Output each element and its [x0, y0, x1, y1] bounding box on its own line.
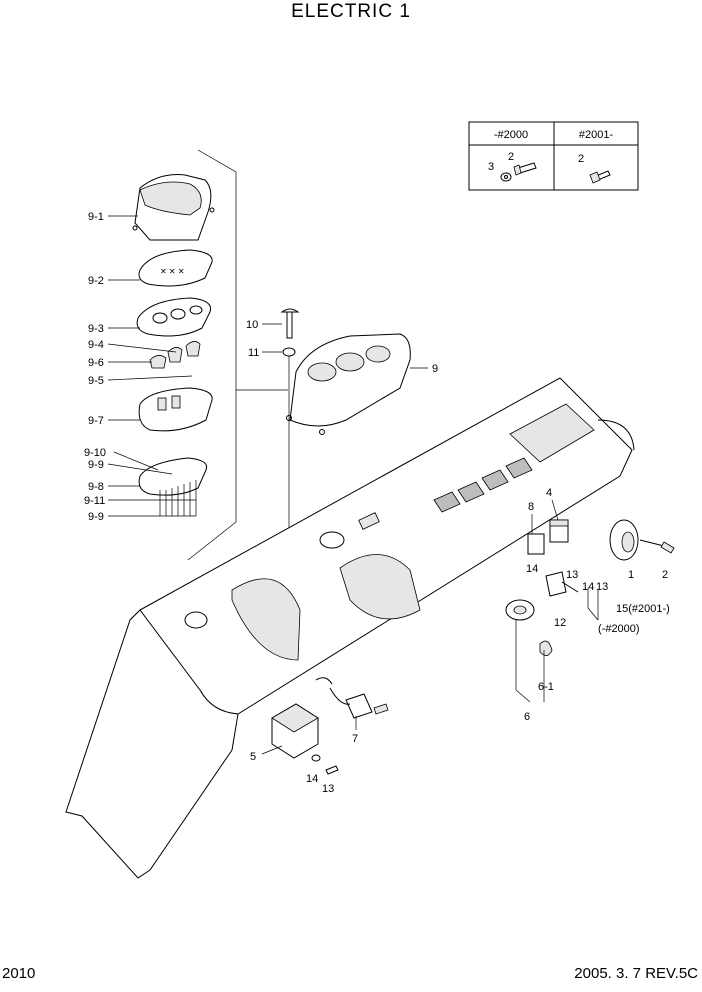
callout-9-11: 9-11 [84, 495, 105, 507]
callout-2: 2 [662, 569, 668, 581]
exploded-view-bracket [187, 149, 288, 561]
bolt-old-icon [500, 162, 537, 182]
callout-9-3: 9-3 [88, 323, 104, 335]
cluster-cover-part [132, 174, 215, 241]
callout-8: 8 [528, 501, 534, 513]
callout-13-fuse: 13 [322, 783, 334, 795]
page-number: 2010 [2, 965, 36, 982]
callout-13-horn: 13 [596, 581, 608, 593]
bolt-10-part [280, 308, 300, 339]
callout-9-4: 9-4 [88, 339, 104, 351]
callout-9: 9 [432, 363, 438, 375]
callout-9-6: 9-6 [88, 357, 104, 369]
serial-table: -#2000 #2001- 2 3 2 [468, 121, 639, 191]
callout-14-horn: 14 [582, 581, 594, 593]
cluster-lens-part: ✕ ✕ ✕ [138, 249, 213, 287]
page-title: ELECTRIC 1 [291, 1, 411, 22]
callout-4: 4 [546, 487, 552, 499]
serial-header-new: #2001- [579, 129, 614, 141]
callout-9-9-upper: 9-9 [88, 459, 104, 471]
relay-8-part [527, 533, 545, 555]
leader-lines [107, 215, 599, 755]
serial-old-label-washer: 3 [488, 161, 494, 173]
cluster-case-part [138, 387, 213, 432]
callout-1: 1 [628, 569, 634, 581]
callout-9-7: 9-7 [88, 415, 104, 427]
callout-9-8: 9-8 [88, 481, 104, 493]
callout-7: 7 [352, 733, 358, 745]
callout-15: 15(#2001-) [616, 603, 670, 615]
serial-old-label-bolt: 2 [508, 151, 514, 163]
callout-9-1: 9-1 [88, 211, 104, 223]
callout-9-2: 9-2 [88, 275, 104, 287]
revision-label: 2005. 3. 7 REV.5C [574, 965, 698, 982]
switch-7-part [315, 677, 389, 719]
dial-plate-part [136, 297, 212, 337]
serial-new-label-bolt: 2 [578, 153, 584, 165]
callout-14-relay: 14 [526, 563, 538, 575]
callout-9-5: 9-5 [88, 375, 104, 387]
callout-labels: 9-1 9-2 9-3 9-4 9-6 9-5 9-7 9-10 9-9 9-8… [84, 211, 670, 795]
callout-14-fuse: 14 [306, 773, 318, 785]
callout-9-10: 9-10 [84, 447, 106, 459]
callout-5: 5 [250, 751, 256, 763]
toggle-switch-12-part [545, 571, 579, 597]
dashboard-panel-part [65, 377, 635, 879]
serial-header-old: -#2000 [494, 129, 528, 141]
callout-13-relay: 13 [566, 569, 578, 581]
callout-10: 10 [246, 319, 258, 331]
horn-part [609, 519, 675, 561]
svg-text:✕ ✕ ✕: ✕ ✕ ✕ [160, 267, 185, 276]
relay-4-part [549, 519, 569, 543]
callout-12: 12 [554, 617, 566, 629]
circuit-board-part [138, 457, 208, 516]
callout-6: 6 [524, 711, 530, 723]
start-switch-6-part [505, 599, 553, 656]
bolt-new-icon [589, 170, 611, 184]
bulb-sockets-part [149, 341, 201, 369]
callout-6-1: 6-1 [538, 681, 554, 693]
fuse-box-5-part [271, 703, 339, 775]
callout-11: 11 [248, 347, 259, 359]
callout-serial-old: (-#2000) [598, 623, 640, 635]
washer-11-part [282, 347, 296, 357]
callout-9-9-lower: 9-9 [88, 511, 104, 523]
instrument-cluster-part [286, 333, 411, 435]
